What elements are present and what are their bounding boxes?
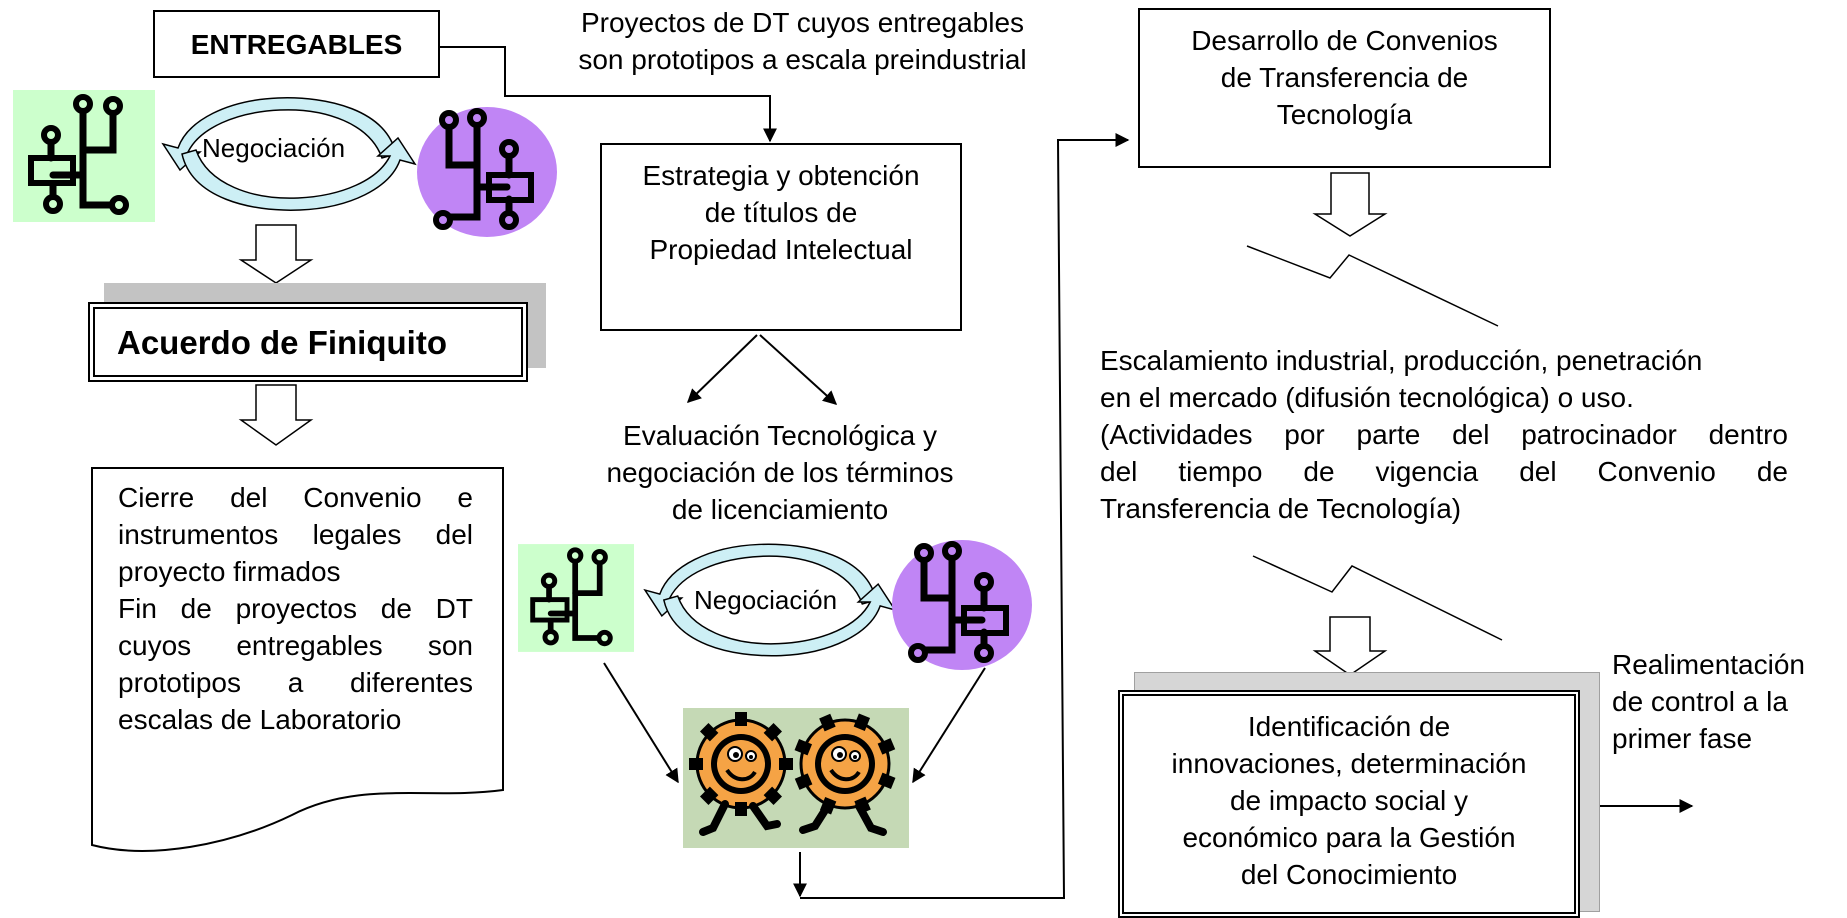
deliverables-label: ENTREGABLES xyxy=(190,28,403,60)
agreement-closure-text: Cierre del Convenio e instrumentos legal… xyxy=(118,479,473,738)
ip-line-2: de títulos de xyxy=(704,197,858,228)
innovation-line-1: Identificación de xyxy=(1247,711,1451,742)
ip-line-3: Propiedad Intelectual xyxy=(649,234,913,265)
circuit-icon xyxy=(892,540,1032,670)
ip-strategy-box: Estrategia y obtención de títulos de Pro… xyxy=(600,143,962,331)
feedback-line-1: Realimentación xyxy=(1612,649,1805,680)
tech-evaluation-text: Evaluación Tecnológica y negociación de … xyxy=(570,417,990,528)
scaling-line-5: Transferencia de Tecnología) xyxy=(1100,493,1462,524)
transfer-line-3: Tecnología xyxy=(1276,99,1413,130)
negotiation-label-middle: Negociación xyxy=(694,585,838,615)
transfer-line-1: Desarrollo de Convenios xyxy=(1191,25,1498,56)
evaluation-line-1: Evaluación Tecnológica y xyxy=(623,420,937,451)
gears-icon xyxy=(683,708,909,848)
transfer-agreements-box: Desarrollo de Convenios de Transferencia… xyxy=(1138,8,1551,168)
arrow-ip-to-evaluation-left xyxy=(686,334,758,403)
arrow-ip-to-evaluation-right xyxy=(759,334,838,405)
feedback-line-2: de control a la xyxy=(1612,686,1788,717)
scaling-line-3: (Actividades por parte del patrocinador … xyxy=(1100,419,1788,450)
evaluation-line-3: de licenciamiento xyxy=(671,494,889,525)
document-shape xyxy=(91,467,504,852)
innovation-identification-box: Identificación de innovaciones, determin… xyxy=(1118,690,1580,918)
closure-line-5: cuyos entregables son xyxy=(118,630,473,661)
innovation-line-5: del Conocimiento xyxy=(1240,859,1458,890)
closure-line-7: escalas de Laboratorio xyxy=(118,704,402,735)
circuit-icon xyxy=(13,90,155,222)
circuit-icon xyxy=(518,544,634,652)
ip-line-1: Estrategia y obtención xyxy=(642,160,920,191)
settlement-agreement-label: Acuerdo de Finiquito xyxy=(117,323,447,361)
settlement-agreement-box: Acuerdo de Finiquito xyxy=(88,302,528,382)
closure-line-3: proyecto firmados xyxy=(118,556,341,587)
innovation-line-4: económico para la Gestión xyxy=(1182,822,1516,853)
closure-line-6: prototipos a diferentes xyxy=(118,667,473,698)
feedback-line-3: primer fase xyxy=(1612,723,1753,754)
transfer-line-2: de Transferencia de xyxy=(1220,62,1469,93)
connector-bottom-to-transfer xyxy=(800,133,1130,899)
scaling-line-2: en el mercado (difusión tecnológica) o u… xyxy=(1100,382,1634,413)
feedback-text: Realimentación de control a la primer fa… xyxy=(1612,646,1842,757)
cycle-arrows-icon xyxy=(643,543,897,657)
innovation-line-2: innovaciones, determinación xyxy=(1171,748,1527,779)
closure-line-4: Fin de proyectos de DT xyxy=(118,593,473,624)
preindustrial-line-1: Proyectos de DT cuyos entregables xyxy=(580,7,1025,38)
arrow-circuit-to-gears-left xyxy=(603,662,679,784)
industrial-scaling-text: Escalamiento industrial, producción, pen… xyxy=(1100,342,1788,527)
preindustrial-projects-text: Proyectos de DT cuyos entregables son pr… xyxy=(535,4,1070,78)
scaling-line-4: del tiempo de vigencia del Convenio de xyxy=(1100,456,1788,487)
scaling-line-1: Escalamiento industrial, producción, pen… xyxy=(1100,345,1703,376)
connector-deliverables-to-ip xyxy=(440,46,777,143)
evaluation-line-2: negociación de los términos xyxy=(606,457,954,488)
zigzag-break-icon xyxy=(1246,245,1503,641)
cycle-arrows-icon xyxy=(161,97,417,211)
negotiation-label-top: Negociación xyxy=(202,133,346,163)
circuit-icon xyxy=(417,107,557,237)
preindustrial-line-2: son prototipos a escala preindustrial xyxy=(578,44,1027,75)
hollow-down-arrow-icon xyxy=(238,172,1388,676)
closure-line-2: instrumentos legales del xyxy=(118,519,473,550)
closure-line-1: Cierre del Convenio e xyxy=(118,482,473,513)
deliverables-box: ENTREGABLES xyxy=(153,10,440,78)
innovation-line-3: de impacto social y xyxy=(1229,785,1469,816)
arrow-circuit-to-gears-right xyxy=(912,667,986,784)
